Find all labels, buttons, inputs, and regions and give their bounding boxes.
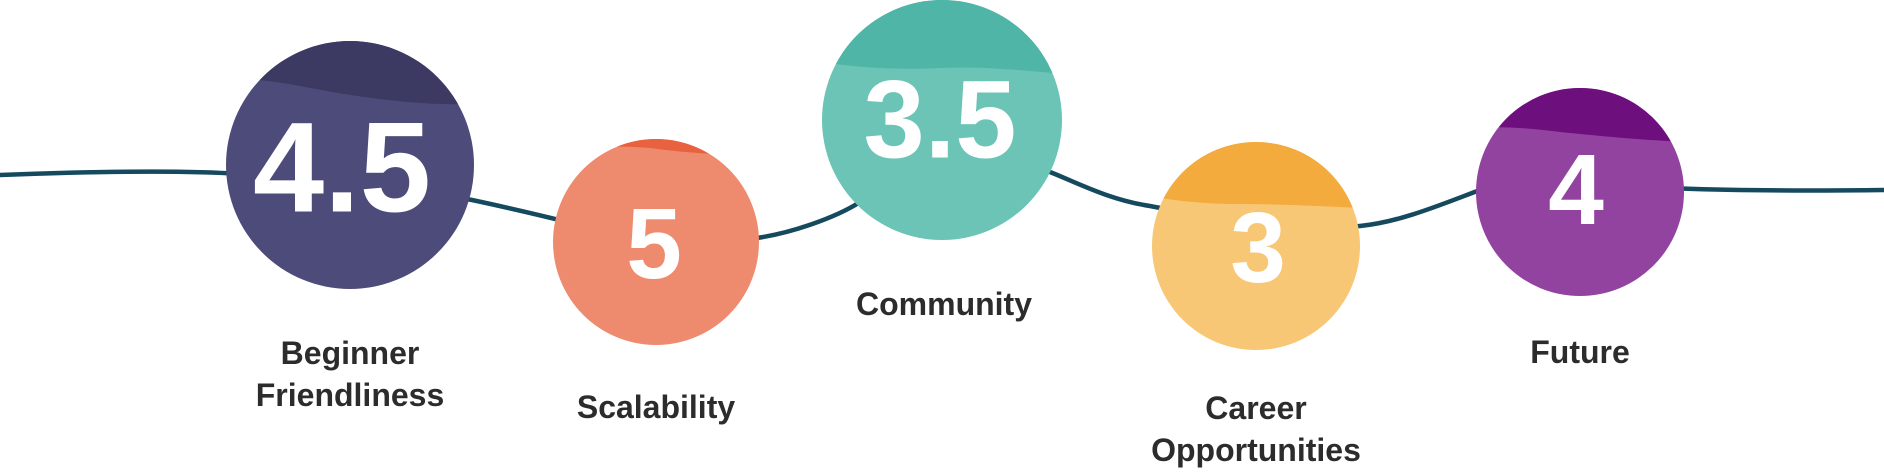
label-community: Community xyxy=(784,283,1104,325)
circle-fill xyxy=(553,139,759,345)
label-line: Opportunities xyxy=(1151,432,1361,468)
label-line: Future xyxy=(1530,334,1630,370)
rating-circle-scalability: 5 xyxy=(553,139,759,345)
label-line: Friendliness xyxy=(255,377,445,413)
circle-top-band xyxy=(822,0,1062,74)
rating-circle-career-opportunities: 3 xyxy=(1152,142,1360,350)
rating-value: 3 xyxy=(1230,192,1286,304)
circle-fill xyxy=(1476,88,1684,296)
label-career-opportunities: Career Opportunities xyxy=(1096,387,1416,471)
label-line: Beginner xyxy=(280,335,420,371)
circle-top-band xyxy=(1152,142,1360,208)
rating-value: 5 xyxy=(626,188,682,300)
rating-value: 4.5 xyxy=(253,97,431,240)
label-beginner-friendliness: Beginner Friendliness xyxy=(190,332,510,416)
label-scalability: Scalability xyxy=(496,386,816,428)
rating-value: 3.5 xyxy=(864,59,1017,182)
rating-circle-beginner-friendliness: 4.5 xyxy=(226,41,474,289)
label-future: Future xyxy=(1420,331,1740,373)
rating-circle-future: 4 xyxy=(1476,88,1684,296)
label-line: Scalability xyxy=(576,389,736,425)
circle-fill xyxy=(226,41,474,289)
rating-circle-community: 3.5 xyxy=(822,0,1062,240)
label-line: Career xyxy=(1205,390,1307,426)
rating-value: 4 xyxy=(1548,134,1604,246)
label-line: Community xyxy=(856,286,1032,322)
